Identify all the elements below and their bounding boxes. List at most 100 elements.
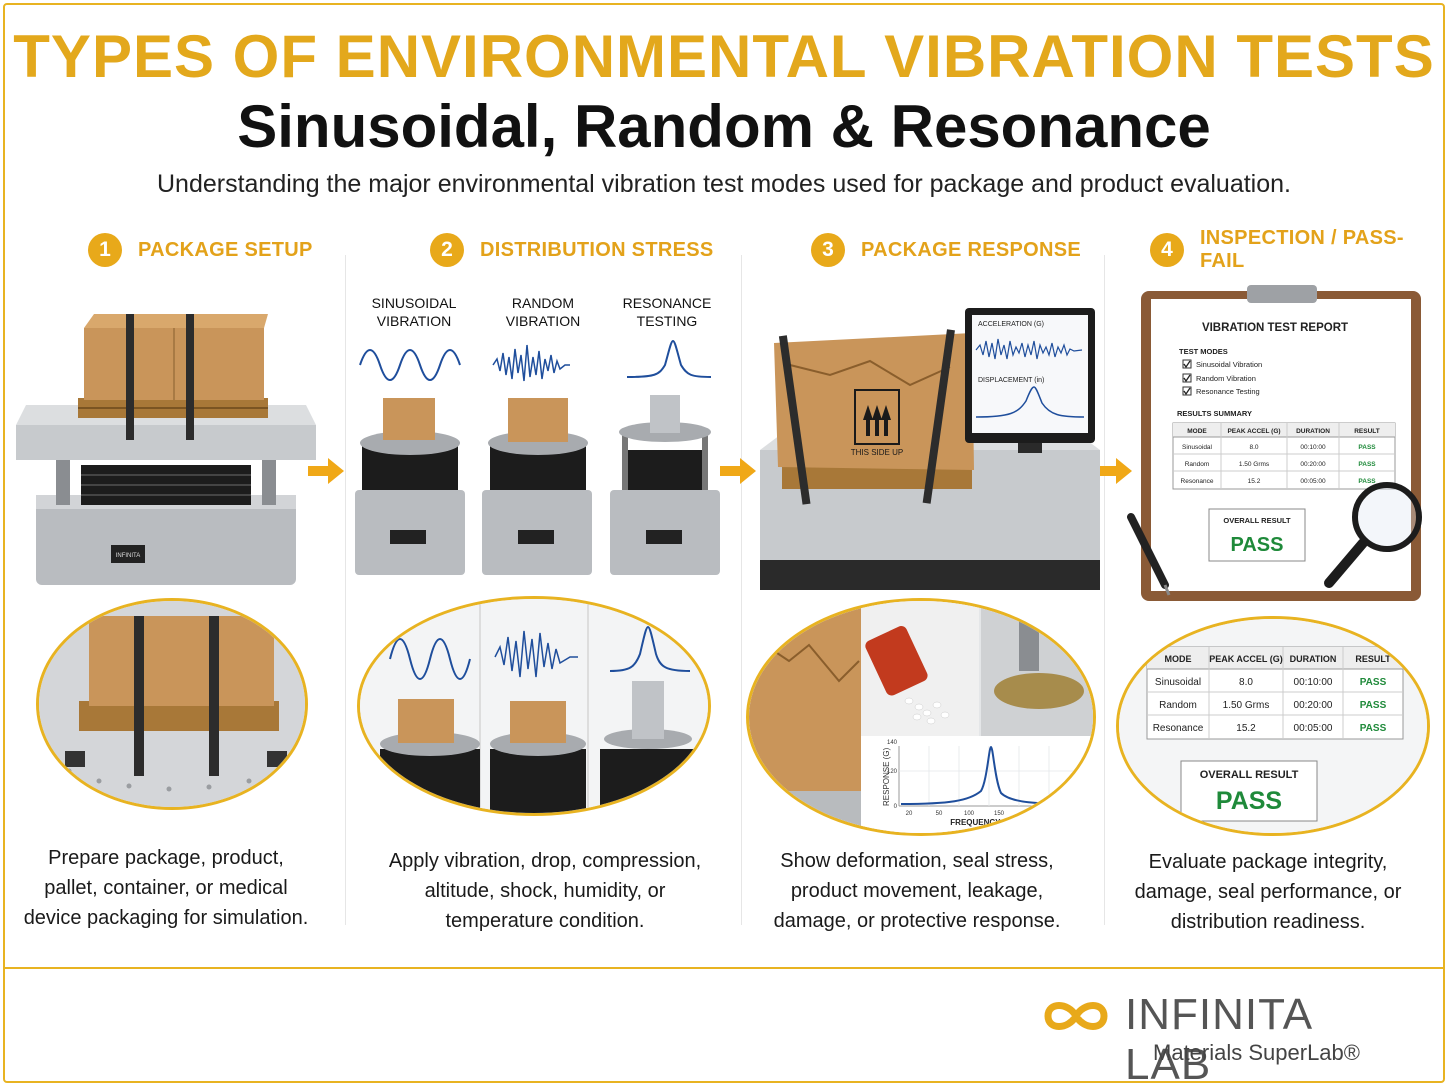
column-divider-2 (741, 255, 742, 925)
report-cell: 8.0 (1249, 444, 1258, 451)
logo-wordmark: INFINITA LAB (1125, 990, 1311, 1086)
brand-plate (111, 545, 145, 563)
report-cell-result: PASS (1358, 478, 1376, 485)
closeup-cell: 00:20:00 (1294, 700, 1333, 711)
closeup-cell: 00:05:00 (1294, 723, 1333, 734)
closeup-cell-result: PASS (1360, 700, 1387, 711)
report-title: VIBRATION TEST REPORT (1202, 322, 1348, 334)
closeup-cell-result: PASS (1360, 723, 1387, 734)
sine-wave-icon (359, 349, 461, 381)
page-title: TYPES OF ENVIRONMENTAL VIBRATION TESTS (13, 23, 1435, 90)
arrow-right-icon (308, 458, 344, 484)
response-chart-xtick: 20 (906, 811, 913, 817)
magnifier-icon (1324, 482, 1422, 588)
closeup-cell: 15.2 (1236, 723, 1256, 734)
resonance-peak-icon (626, 339, 712, 378)
infinity-logo-icon (1044, 1002, 1108, 1030)
report-cell: Resonance (1181, 478, 1214, 485)
package-response-illustration: THIS SIDE UP ACCELERATION (G) DISPLACEME… (760, 308, 1100, 590)
report-summary-label: RESULTS SUMMARY (1177, 409, 1252, 418)
monitor-top-label: ACCELERATION (G) (978, 321, 1044, 328)
step-4-header: 4 INSPECTION / PASS-FAIL (1150, 227, 1448, 272)
closeup-cell: Random (1159, 700, 1197, 711)
report-mode-item: Sinusoidal Vibration (1196, 360, 1262, 369)
closeup-cell: 00:10:00 (1294, 677, 1333, 688)
report-cell: 15.2 (1248, 478, 1261, 485)
closeup-cell: 8.0 (1239, 677, 1253, 688)
clipboard-clip (1247, 285, 1317, 303)
closeup-cell: 1.50 Grms (1223, 700, 1270, 711)
report-mode-item: Random Vibration (1196, 374, 1256, 383)
closeup-cell: Sinusoidal (1155, 677, 1201, 688)
report-cell: Sinusoidal (1182, 444, 1213, 451)
shaker-table-illustration: INFINITA (16, 314, 316, 585)
response-chart-ytick: 140 (887, 740, 898, 746)
monitor-bottom-label: DISPLACEMENT (in) (978, 377, 1044, 384)
step-1-number: 1 (88, 233, 122, 267)
report-col-header: DURATION (1296, 428, 1330, 435)
shaker-random (482, 398, 592, 575)
closeup-overall-value: PASS (1216, 787, 1282, 815)
footer-rule (3, 967, 1445, 969)
report-cell: 00:20:00 (1300, 461, 1326, 468)
step-3-number: 3 (811, 233, 845, 267)
checkbox-icon (1182, 359, 1192, 396)
overall-result-value: PASS (1231, 534, 1284, 556)
page-subtitle: Sinusoidal, Random & Resonance (237, 93, 1211, 160)
monitor: ACCELERATION (G) DISPLACEMENT (in) (965, 308, 1095, 453)
package-response-closeup: RESPONSE (G) 140 120 0 20 50 100 150 200… (746, 598, 1096, 836)
closeup-cell: Resonance (1153, 723, 1204, 734)
infinita-lab-logo: INFINITA LAB Materials SuperLab® (1040, 990, 1400, 1086)
shaker-sinusoidal (355, 398, 465, 575)
arrow-right-icon (720, 458, 756, 484)
step-1-label: PACKAGE SETUP (138, 238, 313, 261)
closeup-col-header: PEAK ACCEL (G) (1209, 654, 1283, 664)
report-modes-label: TEST MODES (1179, 347, 1228, 356)
inspection-closeup: MODE PEAK ACCEL (G) DURATION RESULT Sinu… (1116, 616, 1430, 836)
step-1-header: 1 PACKAGE SETUP (88, 232, 313, 268)
report-cell: 00:05:00 (1300, 478, 1326, 485)
logo-tagline: Materials SuperLab® (1153, 1040, 1360, 1065)
step-3-label: PACKAGE RESPONSE (861, 238, 1082, 261)
step-4-number: 4 (1150, 233, 1184, 267)
response-chart-xtick: 100 (964, 811, 975, 817)
step-2-number: 2 (430, 233, 464, 267)
response-chart-ylabel: RESPONSE (G) (882, 747, 891, 806)
page-frame (3, 3, 1445, 1083)
report-cell: 00:10:00 (1300, 444, 1326, 451)
step-3-header: 3 PACKAGE RESPONSE (811, 232, 1081, 268)
step-1-caption: Prepare package, product, pallet, contai… (23, 847, 309, 929)
overall-result-box (1208, 508, 1306, 562)
report-col-header: MODE (1187, 428, 1207, 435)
response-chart-xtick: 150 (994, 811, 1005, 817)
shaker-base (36, 495, 296, 585)
closeup-cell-result: PASS (1360, 677, 1387, 688)
pen-icon (1127, 513, 1171, 596)
this-side-up-icon (854, 389, 900, 445)
step-2-header: 2 DISTRIBUTION STRESS (430, 232, 714, 268)
step-3-caption: Show deformation, seal stress, product m… (773, 850, 1061, 932)
damaged-box (774, 333, 974, 470)
column-divider-1 (345, 255, 346, 925)
strap (126, 314, 134, 440)
step-2-label: DISTRIBUTION STRESS (480, 238, 714, 261)
response-chart-xlabel: FREQUENCY (Hz) (950, 818, 1018, 827)
closeup-col-header: RESULT (1355, 654, 1391, 664)
step-2-caption: Apply vibration, drop, compression, alti… (388, 850, 702, 932)
three-shakers-illustration (355, 395, 720, 575)
distribution-stress-closeup (357, 596, 711, 816)
brand-plate-text: INFINITA (116, 553, 141, 559)
page-tagline: Understanding the major environmental vi… (156, 170, 1291, 198)
closeup-report-table: MODE PEAK ACCEL (G) DURATION RESULT Sinu… (1146, 646, 1404, 740)
shaker-resonance (610, 395, 720, 575)
response-chart-ytick2: 120 (887, 769, 898, 775)
overall-result-label: OVERALL RESULT (1223, 516, 1291, 525)
report-cell-result: PASS (1358, 461, 1376, 468)
closeup-col-header: DURATION (1290, 654, 1337, 664)
report-mode-item: Resonance Testing (1196, 387, 1260, 396)
random-wave-icon (492, 344, 570, 382)
waveform-row (359, 339, 712, 382)
